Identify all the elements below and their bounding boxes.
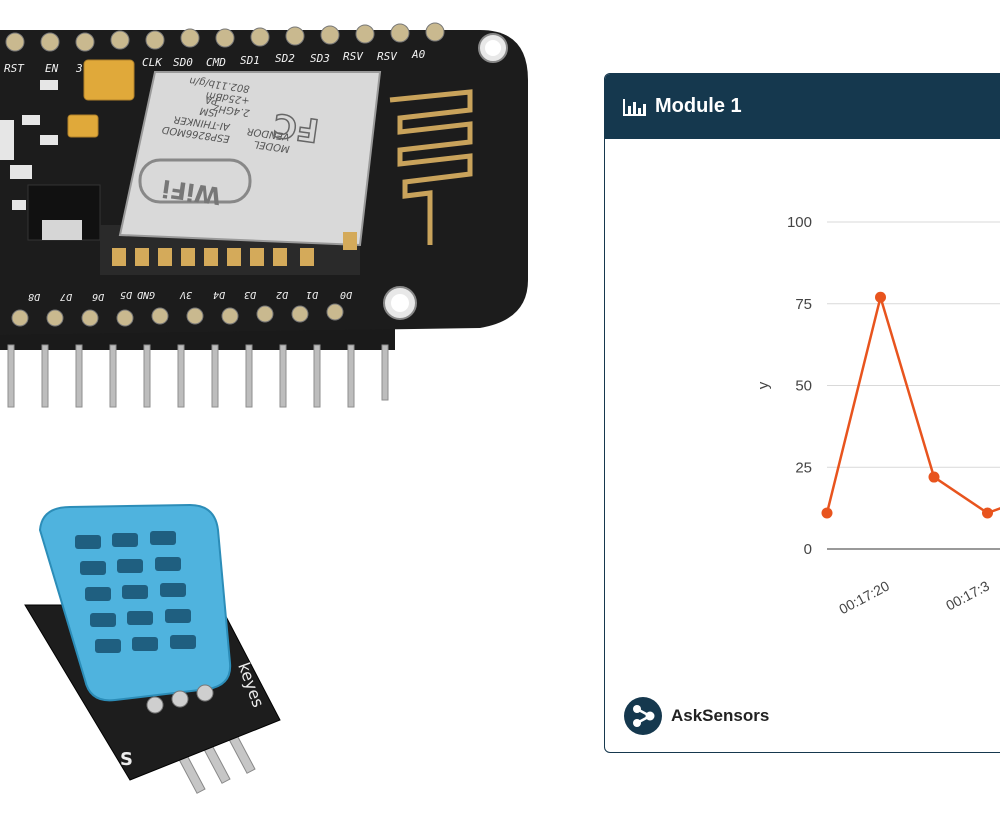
pin-label: D8: [28, 291, 41, 302]
widget-title: Module 1: [655, 95, 742, 117]
pin-label: D6: [92, 291, 105, 302]
pin-label: A0: [411, 48, 426, 61]
capacitor: [83, 59, 135, 101]
nodemcu-board-image: RST EN 3V CLK SD0 CMD SD1 SD2 SD3 RSV RS…: [0, 22, 528, 408]
esp8266-module: MODEL VENDOR ESP8266MOD AI-THINKER ISM 2…: [100, 71, 382, 275]
pin-label: GND: [137, 289, 155, 300]
module-text: MODEL: [253, 138, 290, 154]
pin-label: SD1: [240, 54, 260, 67]
y-tick-label: 0: [804, 541, 812, 558]
pin-label: 3V: [179, 289, 193, 300]
pin-label: RSV: [343, 50, 364, 63]
pin-label: D3: [244, 289, 257, 300]
pin-label: SD2: [275, 52, 295, 65]
brand-name: AskSensors: [671, 706, 770, 725]
pin-label: RSV: [377, 50, 398, 63]
fc-logo: FC: [271, 106, 321, 150]
pcb-antenna: [389, 89, 473, 245]
bar-chart-icon: [623, 98, 647, 116]
pin-label: CMD: [206, 56, 226, 69]
widget-header: Module 1: [605, 74, 1000, 139]
data-point[interactable]: [821, 507, 833, 519]
y-tick-label: 100: [787, 214, 812, 231]
pin-label: SD0: [173, 56, 193, 69]
y-axis-label: y: [755, 381, 772, 389]
pin-label: D4: [213, 289, 226, 300]
x-tick-label: 00:17:20: [836, 577, 892, 617]
dht11-sensor-image: S keyes: [24, 503, 281, 794]
pin-label: RST: [4, 62, 25, 75]
data-point[interactable]: [982, 507, 993, 519]
pin-label: D0: [340, 289, 353, 300]
y-tick-label: 25: [795, 459, 812, 476]
y-tick-label: 50: [795, 378, 812, 395]
y-tick-label: 75: [795, 296, 812, 313]
brand-footer[interactable]: AskSensors: [623, 696, 769, 736]
pin-label: D5: [120, 289, 133, 300]
pin-label: SD3: [310, 52, 330, 65]
module-text: ISM: [199, 104, 219, 117]
sensor-housing: [38, 503, 232, 702]
pin-label: D1: [306, 289, 319, 300]
pin-label: EN: [45, 62, 59, 75]
module-text: PA: [204, 93, 218, 106]
pin-label: CLK: [142, 56, 163, 69]
line-chart: 0 25 50 75 100 y 00:17:20 00:17:3: [755, 214, 1000, 617]
data-point[interactable]: [928, 471, 940, 483]
pin-label: D2: [276, 289, 289, 300]
x-tick-label: 00:17:3: [943, 577, 992, 613]
pin-label: D7: [60, 291, 73, 302]
asksensors-logo-icon: [624, 697, 662, 735]
sensor-pin-label: S: [120, 749, 133, 770]
sensor-widget-card: Module 1 0 25 50 75 100 y 00:17:20 00:17:3 AskS…: [604, 73, 1000, 753]
capacitor: [67, 114, 99, 138]
series-line: [825, 292, 1000, 515]
data-point[interactable]: [875, 291, 886, 303]
module-text: 2.4GHz: [212, 102, 250, 118]
